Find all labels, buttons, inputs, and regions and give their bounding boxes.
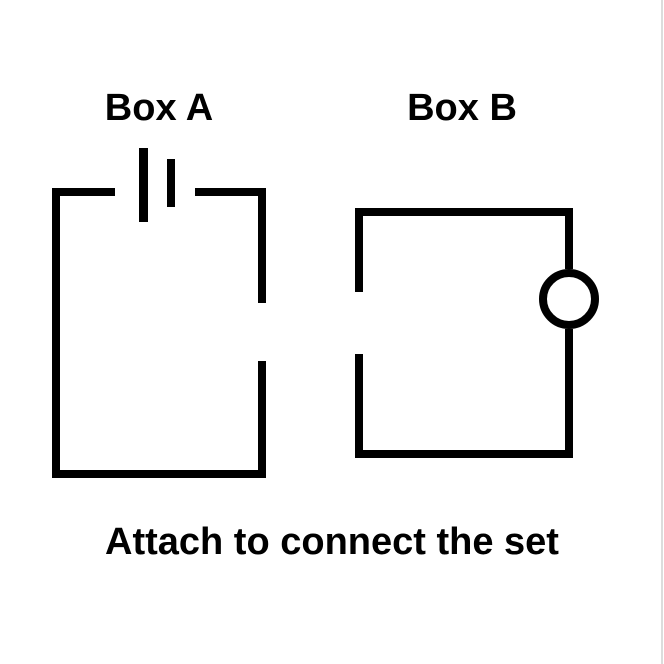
box-b-top-wire: [355, 208, 573, 216]
lamp-icon: [539, 269, 599, 329]
box-a-top-wire-right: [195, 188, 266, 196]
battery-long-plate: [139, 148, 148, 222]
box-a-right-wire-lower: [258, 361, 266, 478]
instruction-caption: Attach to connect the set: [105, 521, 559, 563]
box-a-left-wire: [52, 188, 60, 478]
box-a-label: Box A: [104, 87, 214, 129]
box-a-top-wire-left: [52, 188, 115, 196]
box-a-right-wire-upper: [258, 188, 266, 303]
box-a-bottom-wire: [52, 470, 266, 478]
box-b-left-wire-lower: [355, 354, 363, 458]
box-b-right-wire-upper: [565, 208, 573, 269]
box-b-bottom-wire: [355, 450, 573, 458]
battery-short-plate: [167, 159, 175, 207]
screen-edge-line: [661, 0, 663, 664]
box-b-left-wire-upper: [355, 208, 363, 292]
box-b-label: Box B: [407, 87, 517, 129]
box-b-right-wire-lower: [565, 329, 573, 458]
